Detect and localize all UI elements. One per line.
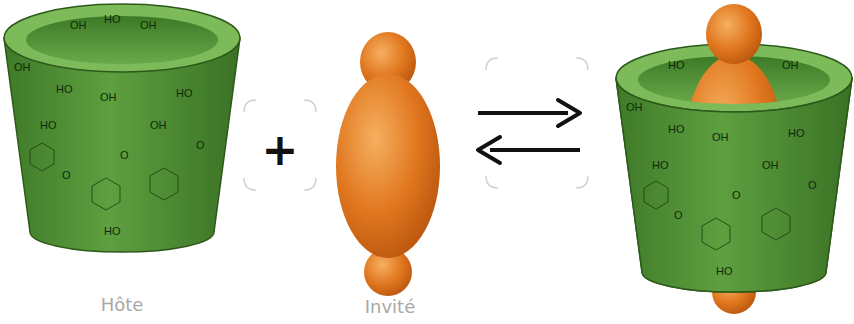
host-cone [4, 4, 240, 252]
inclusion-complex [616, 4, 852, 314]
hydroxyl-label: OH [14, 62, 31, 73]
hydroxyl-label: O [62, 170, 71, 181]
hydroxyl-label: OH [712, 132, 729, 143]
hydroxyl-label: OH [70, 20, 87, 31]
hydroxyl-label: O [196, 140, 205, 151]
hydroxyl-label: OH [100, 92, 117, 103]
hydroxyl-label: OH [626, 102, 643, 113]
hydroxyl-label: OH [782, 60, 799, 71]
hydroxyl-label: HO [176, 88, 193, 99]
hydroxyl-label: O [808, 180, 817, 191]
hydroxyl-label: HO [668, 60, 685, 71]
hydroxyl-label: HO [716, 266, 733, 277]
hydroxyl-label: HO [40, 120, 57, 131]
hydroxyl-label: OH [762, 160, 779, 171]
hydroxyl-label: O [674, 210, 683, 221]
hydroxyl-label: OH [140, 20, 157, 31]
caption-label: Invité [365, 298, 416, 316]
hydroxyl-label: O [732, 190, 741, 201]
guest-molecule [336, 32, 440, 296]
caption-label: Hôte [101, 296, 144, 314]
plus-sign: + [262, 128, 299, 172]
hydroxyl-label: O [120, 150, 129, 161]
bracket [244, 100, 316, 190]
hydroxyl-label: HO [652, 160, 669, 171]
hydroxyl-label: HO [104, 226, 121, 237]
hydroxyl-label: HO [56, 84, 73, 95]
hydroxyl-label: HO [788, 128, 805, 139]
hydroxyl-label: HO [668, 124, 685, 135]
hydroxyl-label: OH [150, 120, 167, 131]
equilibrium-arrows [478, 58, 588, 188]
hydroxyl-label: HO [104, 14, 121, 25]
